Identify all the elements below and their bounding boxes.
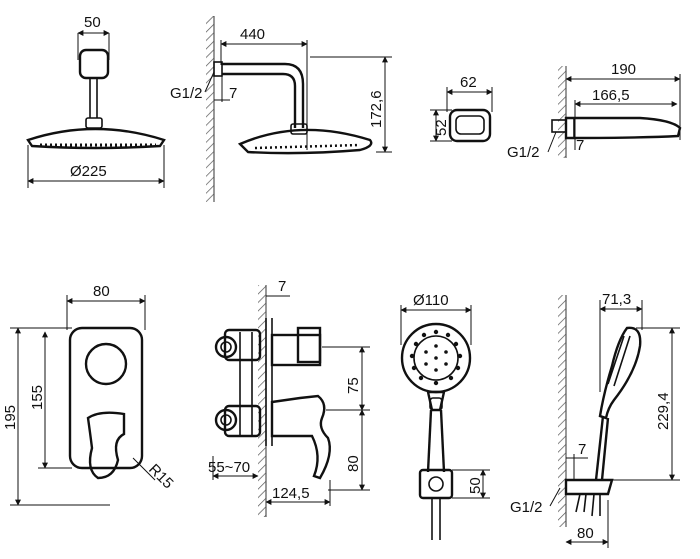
mixer-front-width-label: 80 (93, 283, 110, 300)
mixer-front-inner-label: 155 (29, 385, 46, 410)
hand-side-width-label: 71,3 (602, 291, 631, 308)
spout-front-height-label: 52 (433, 119, 450, 136)
mixer-side-lower-label: 80 (345, 455, 362, 472)
mixer-side-upper-label: 75 (345, 377, 362, 394)
head-side-reach-label: 440 (240, 26, 265, 43)
hand-side-bracket-label: 80 (577, 525, 594, 542)
hand-front-diameter-label: Ø110 (413, 292, 449, 309)
mixer-front-view: 80 195 155 R15 (2, 283, 177, 506)
spout-side-gap-label: 7 (576, 137, 584, 154)
spout-side-reach-label: 166,5 (592, 87, 630, 104)
hand-side-gap-label: 7 (578, 441, 586, 458)
head-front-diameter-label: Ø225 (70, 163, 107, 180)
spout-side-thread-label: G1/2 (507, 144, 540, 161)
spout-side-view: 190 166,5 G1/2 7 (507, 61, 682, 161)
head-side-height-label: 172,6 (368, 90, 385, 128)
mixer-front-radius-label: R15 (145, 461, 176, 492)
head-shower-front-view: 50 Ø225 (26, 14, 166, 188)
mixer-side-view: 7 75 80 55~70 124,5 (208, 278, 370, 517)
mixer-side-depth-range-label: 55~70 (208, 459, 250, 476)
head-side-gap-label: 7 (229, 85, 237, 102)
mixer-front-total-label: 195 (2, 405, 19, 430)
head-shower-side-view: 440 G1/2 7 172,6 (170, 16, 392, 202)
hand-spray-nozzles (409, 329, 463, 386)
mixer-side-depth-label: 124,5 (272, 485, 310, 502)
hand-front-holder-label: 50 (467, 477, 484, 494)
hand-shower-side-view: 71,3 229,4 7 G1/2 80 (510, 291, 680, 548)
spout-front-width-label: 62 (460, 74, 477, 91)
spout-front-view: 62 52 (430, 74, 493, 143)
head-front-width-label: 50 (84, 14, 101, 31)
hand-side-thread-label: G1/2 (510, 499, 543, 516)
hand-shower-front-view: Ø110 50 (400, 292, 490, 540)
head-side-thread-label: G1/2 (170, 85, 203, 102)
hand-side-height-label: 229,4 (655, 392, 672, 430)
spout-side-total-label: 190 (611, 61, 636, 78)
mixer-side-gap-label: 7 (278, 278, 286, 295)
